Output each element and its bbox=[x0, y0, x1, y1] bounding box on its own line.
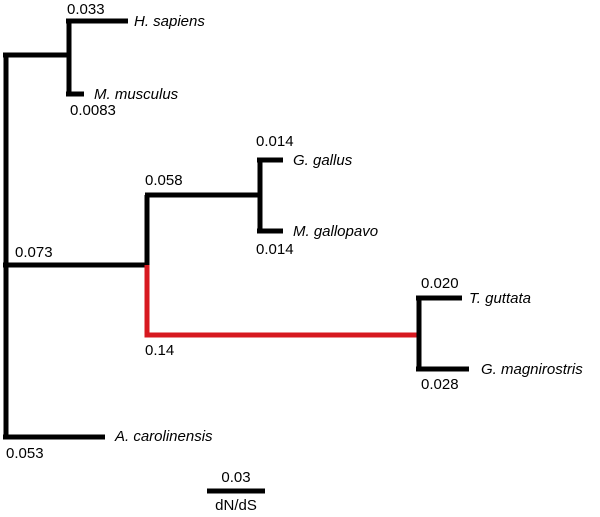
scale-bar-unit: dN/dS bbox=[215, 497, 257, 514]
scale-bar-value: 0.03 bbox=[221, 469, 250, 486]
taxon-label-a-carolinensis: A. carolinensis bbox=[114, 428, 213, 445]
branch-value-passerine-clade: 0.14 bbox=[145, 342, 174, 359]
branch-value-bird-clade: 0.073 bbox=[15, 244, 53, 261]
branch-value-a-carolinensis: 0.053 bbox=[6, 445, 44, 462]
taxon-label-m-gallopavo: M. gallopavo bbox=[293, 223, 378, 240]
taxon-label-m-musculus: M. musculus bbox=[94, 86, 179, 103]
branch-value-g-magnirostris: 0.028 bbox=[421, 376, 459, 393]
taxon-label-t-guttata: T. guttata bbox=[469, 290, 531, 307]
taxon-label-g-gallus: G. gallus bbox=[293, 152, 353, 169]
taxon-label-g-magnirostris: G. magnirostris bbox=[481, 361, 583, 378]
branch-value-galliform-clade: 0.058 bbox=[145, 172, 183, 189]
branch-value-h-sapiens: 0.033 bbox=[67, 1, 105, 18]
branch-value-t-guttata: 0.020 bbox=[421, 275, 459, 292]
branch-value-m-gallopavo: 0.014 bbox=[256, 241, 294, 258]
branch-value-g-gallus: 0.014 bbox=[256, 133, 294, 150]
passerine-clade-branch bbox=[144, 265, 419, 338]
branch-value-m-musculus: 0.0083 bbox=[70, 102, 116, 119]
taxon-label-h-sapiens: H. sapiens bbox=[134, 13, 205, 30]
